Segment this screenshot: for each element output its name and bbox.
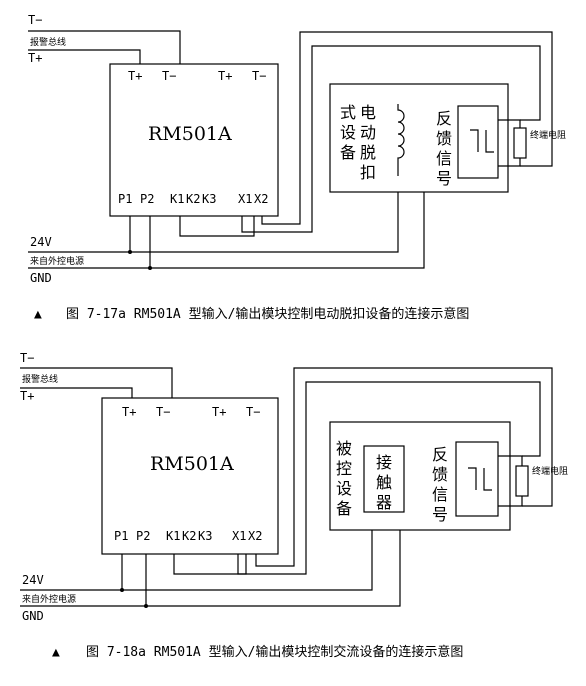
bus-minus-wire [28,30,181,64]
contactor-label-group: 接 触 器 [376,453,392,512]
relay-link-wire [173,554,247,575]
contactor-label-char: 触 [376,473,392,492]
power-voltage-label: 24V [22,573,44,587]
terminal-p1: P1 [118,192,132,206]
contact-icon [470,129,479,152]
terminal-k1: K1 [170,192,184,206]
module-name: RM501A [148,123,232,145]
terminal-x1: X1 [238,192,252,206]
terminal-top-t-minus-2: T− [252,69,266,83]
device-label-char: 备 [340,143,356,162]
terminal-top-t-plus-1: T+ [128,69,142,83]
device-label-group: 被 控 设 备 [336,439,352,518]
terminal-p1: P1 [114,529,128,543]
terminal-p2: P2 [136,529,150,543]
device-label-char: 扣 [360,163,376,182]
device-return-wire [150,176,425,269]
feedback-contact-box [455,441,499,517]
figure-caption: 图 7-17a RM501A 型输入/输出模块控制电动脱扣设备的连接示意图 [66,306,469,322]
device-supply-wire [130,176,399,253]
end-resistor-icon [513,127,527,159]
terminal-top-t-plus-1: T+ [122,405,136,419]
terminal-k3: K3 [198,529,212,543]
terminal-k1: K1 [166,529,180,543]
device-label-char: 设 [336,479,352,498]
bus-plus-wire [28,49,141,64]
feedback-label-char: 馈 [436,129,452,148]
bus-minus-label: T− [20,351,34,365]
resistor-label: 终端电阻 [530,129,566,141]
terminal-k3: K3 [202,192,216,206]
contactor-box [363,445,405,513]
device-supply-wire [122,514,373,591]
module-name: RM501A [150,453,234,475]
device-label-char: 式 [340,103,356,122]
terminal-k2: K2 [186,192,200,206]
caption-marker: ▲ [34,307,42,322]
end-resistor-icon [515,465,529,497]
figure-caption: 图 7-18a RM501A 型输入/输出模块控制交流设备的连接示意图 [86,644,463,660]
feedback-label-char: 反 [436,109,452,128]
device-label-char: 被 [336,439,352,458]
bus-plus-label: T+ [20,389,34,403]
bus-plus-wire [20,387,133,398]
contactor-label-char: 接 [376,453,392,472]
terminal-top-t-plus-2: T+ [212,405,226,419]
ground-label: GND [30,271,52,285]
diagram-7-18a: T− 报警总线 T+ T+ T− T+ T− RM501A P1 P2 K1 K… [20,351,568,660]
feedback-label-char: 号 [436,169,452,188]
caption-marker: ▲ [52,645,60,660]
coil-icon [397,104,405,176]
feedback-label-char: 信 [436,149,452,168]
device-label-char: 控 [336,459,352,478]
terminal-x2: X2 [254,192,268,206]
bus-minus-label: T− [28,13,42,27]
feedback-loop-wire-x2 [255,367,553,567]
diagram-7-17a: T− 报警总线 T+ T+ T− T+ T− RM501A P1 P2 K1 K… [28,13,566,322]
contactor-label-char: 器 [376,493,392,512]
contact-icon [468,467,477,490]
feedback-label-char: 号 [432,505,448,524]
device-label-char: 电 [360,103,376,122]
bus-name-label: 报警总线 [30,36,66,48]
feedback-loop-wire-x2 [261,31,553,225]
terminal-x2: X2 [248,529,262,543]
contact-icon [483,468,492,491]
feedback-loop-wire-x1 [241,45,541,233]
device-label-char: 动 [360,123,376,142]
feedback-loop-wire-x1 [237,381,541,575]
power-source-label: 来自外控电源 [30,255,84,267]
bus-minus-wire [20,367,173,398]
ground-label: GND [22,609,44,623]
device-label-char: 备 [336,499,352,518]
terminal-top-t-minus-2: T− [246,405,260,419]
feedback-label-group: 反 馈 信 号 [436,109,452,188]
device-label-char: 脱 [360,143,376,162]
module-box [109,63,279,217]
terminal-top-t-plus-2: T+ [218,69,232,83]
terminal-p2: P2 [140,192,154,206]
bus-name-label: 报警总线 [22,373,58,385]
resistor-label: 终端电阻 [532,465,568,477]
feedback-label-char: 馈 [432,465,448,484]
feedback-label-char: 信 [432,485,448,504]
relay-link-wire [179,216,255,237]
feedback-label-char: 反 [432,445,448,464]
module-box [101,397,279,555]
device-label-char: 设 [340,123,356,142]
feedback-label-group: 反 馈 信 号 [432,445,448,524]
contact-icon [485,130,494,153]
power-source-label: 来自外控电源 [22,593,76,605]
terminal-k2: K2 [182,529,196,543]
bus-plus-label: T+ [28,51,42,65]
power-voltage-label: 24V [30,235,52,249]
device-return-wire [146,514,401,607]
terminal-x1: X1 [232,529,246,543]
terminal-top-t-minus-1: T− [162,69,176,83]
device-label-group: 电 动 脱 扣 式 设 备 [340,103,376,182]
terminal-top-t-minus-1: T− [156,405,170,419]
